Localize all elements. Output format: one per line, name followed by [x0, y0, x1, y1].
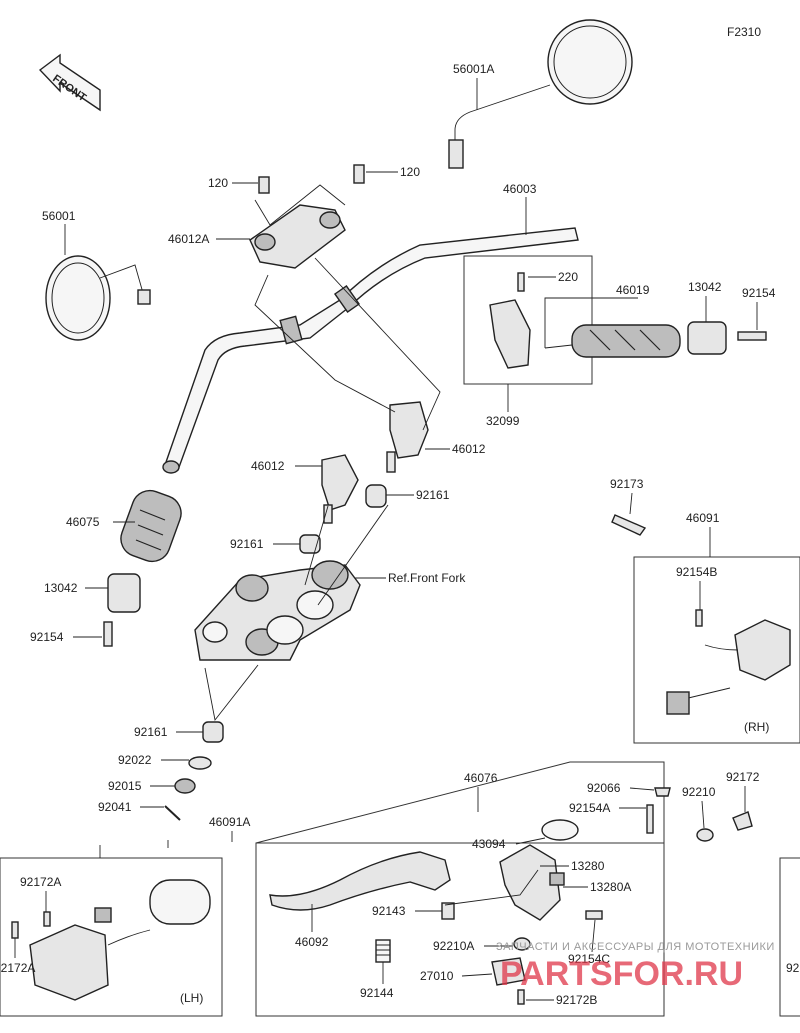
front-arrow-icon: FRONT: [38, 53, 101, 112]
label-46019: 46019: [616, 283, 650, 297]
label-46003: 46003: [503, 182, 537, 196]
label-120-right: 120: [400, 165, 420, 179]
label-46012-left: 46012: [251, 459, 285, 473]
label-46012A: 46012A: [168, 232, 209, 246]
cap-92066: [654, 787, 671, 797]
screw-92154-left: [103, 621, 113, 647]
triple-clamp-upper: [194, 560, 361, 661]
watermark-logo: PARTSFOR.RU: [500, 955, 743, 993]
lh-label: (LH): [180, 991, 203, 1005]
label-92022: 92022: [118, 753, 152, 767]
screw-92154A: [646, 804, 654, 834]
label-92161-upper: 92161: [416, 488, 450, 502]
label-46012-right: 46012: [452, 442, 486, 456]
clip-92173: [611, 514, 647, 536]
rh-switch-box: [633, 556, 800, 744]
switch-housing-left: [11, 879, 211, 1001]
washer-92022: [188, 756, 212, 770]
label-92172A-bottom: 92172A: [0, 961, 35, 975]
damper-92161-lower: [202, 721, 224, 743]
label-92210A: 92210A: [433, 939, 474, 953]
master-cylinder: [499, 819, 579, 921]
grip-right: [571, 324, 681, 358]
label-120-left: 120: [208, 176, 228, 190]
bar-end-weight-right: [687, 321, 727, 355]
screw-92172: [732, 811, 753, 831]
mirror-left: [45, 255, 151, 341]
label-92066: 92066: [587, 781, 621, 795]
rh-label: (RH): [744, 720, 769, 734]
label-92154A: 92154A: [569, 801, 610, 815]
label-13042-left: 13042: [44, 581, 78, 595]
lever-box-top: [255, 761, 665, 844]
label-92172: 92172: [726, 770, 760, 784]
grip-left: [120, 489, 182, 563]
throttle-housing-box: [463, 255, 593, 385]
label-92161-middle: 92161: [230, 537, 264, 551]
nut-92015: [174, 778, 196, 794]
label-92154C: 92154C: [568, 952, 610, 966]
label-43094: 43094: [472, 837, 506, 851]
switch-housing-right: [666, 609, 791, 715]
watermark-tagline: ЗАПЧАСТИ И АКСЕССУАРЫ ДЛЯ МОТОТЕХНИКИ: [496, 941, 775, 953]
screw-92154-right: [737, 331, 767, 341]
handlebar-clamp-lower-left: [321, 454, 359, 524]
label-92143: 92143: [372, 904, 406, 918]
label-92154B: 92154B: [676, 565, 717, 579]
diagram-code: F2310: [727, 25, 761, 39]
label-13280A: 13280A: [590, 880, 631, 894]
spring-92144: [375, 939, 391, 963]
label-46091: 46091: [686, 511, 720, 525]
edge-box: [779, 857, 800, 1017]
bolt-120-right: [353, 164, 365, 184]
brake-lever: [269, 851, 451, 911]
label-32099: 32099: [486, 414, 520, 428]
damper-92161-upper: [365, 484, 387, 508]
washer-92210: [696, 828, 714, 842]
label-92173: 92173: [610, 477, 644, 491]
label-56001: 56001: [42, 209, 76, 223]
label-92015: 92015: [108, 779, 142, 793]
label-92172B: 92172B: [556, 993, 597, 1007]
mirror-right: [448, 19, 633, 169]
label-92-edge: 92: [786, 961, 800, 975]
handlebar-clamp-upper: [249, 204, 346, 269]
label-27010: 27010: [420, 969, 454, 983]
pin-92041: [164, 805, 181, 821]
label-13042-right: 13042: [688, 280, 722, 294]
bolt-120-left: [258, 176, 270, 194]
screw-92172B: [517, 989, 525, 1005]
label-92210: 92210: [682, 785, 716, 799]
bar-end-weight-left: [107, 573, 141, 613]
label-46076: 46076: [464, 771, 498, 785]
label-46092: 46092: [295, 935, 329, 949]
label-92154-right: 92154: [742, 286, 776, 300]
label-56001A: 56001A: [453, 62, 494, 76]
lh-switch-box: [0, 857, 223, 1017]
label-92154-left: 92154: [30, 630, 64, 644]
label-13280: 13280: [571, 859, 605, 873]
label-92144: 92144: [360, 986, 394, 1000]
screw-92154C: [585, 910, 603, 920]
throttle-housing: [489, 272, 531, 369]
switch-27010: [491, 957, 526, 986]
label-92161-lower: 92161: [134, 725, 168, 739]
label-ref-front-fork: Ref.Front Fork: [388, 571, 466, 585]
lever-box-left-part: [255, 842, 665, 1017]
label-46075: 46075: [66, 515, 100, 529]
label-92172A-top: 92172A: [20, 875, 61, 889]
label-220: 220: [558, 270, 578, 284]
handlebar-clamp-lower-right: [386, 401, 429, 473]
washer-92210A: [513, 937, 531, 951]
label-46091A: 46091A: [209, 815, 250, 829]
spacer-92143: [441, 902, 455, 920]
label-92041: 92041: [98, 800, 132, 814]
